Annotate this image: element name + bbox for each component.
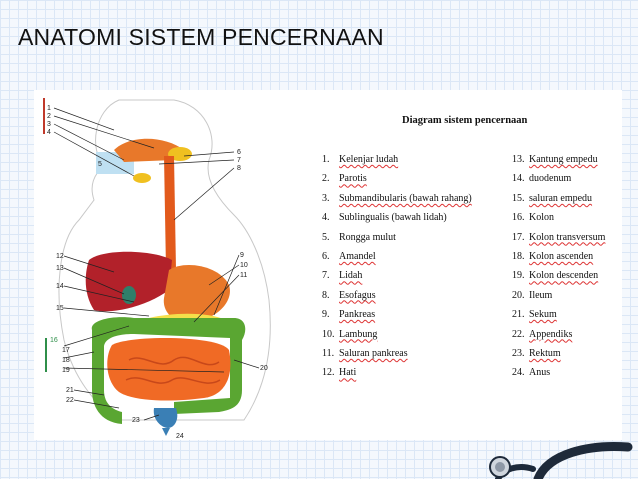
gall-bladder-shape xyxy=(122,286,136,304)
liver-shape xyxy=(85,251,172,312)
diagram-label-24: 24 xyxy=(176,433,184,440)
diagram-label-3: 3 xyxy=(47,121,51,128)
slide-title: ANATOMI SISTEM PENCERNAAN xyxy=(18,24,384,50)
stomach-shape xyxy=(163,265,230,323)
legend-item: 24.Anus xyxy=(512,367,551,379)
legend-item: 8.Esofagus xyxy=(322,289,376,301)
legend-item: 2.Parotis xyxy=(322,173,367,185)
legend-item: 11.Saluran pankreas xyxy=(322,347,408,359)
leader-lines xyxy=(53,107,260,421)
legend-item: 16.Kolon xyxy=(512,212,554,224)
diagram-panel: 1 2 3 4 5 6 7 8 9 10 11 12 13 14 15 16 1… xyxy=(34,90,622,440)
legend-item: 3.Submandibularis (bawah rahang) xyxy=(322,192,472,204)
diagram-label-4: 4 xyxy=(47,129,51,136)
legend-item: 7.Lidah xyxy=(322,270,363,282)
diagram-label-14: 14 xyxy=(56,283,64,290)
esophagus-shape xyxy=(164,156,176,270)
legend-item: 9.Pankreas xyxy=(322,309,376,321)
rectum-shape xyxy=(153,408,178,428)
small-intestine-shape xyxy=(107,338,231,401)
diagram-label-10: 10 xyxy=(240,262,248,269)
submandibular-gland-shape xyxy=(133,173,151,183)
legend-column-left: 1.Kelenjar ludah 2.Parotis 3.Submandibul… xyxy=(322,150,472,383)
diagram-label-5: 5 xyxy=(98,161,102,168)
diagram-label-16: 16 xyxy=(50,337,58,344)
diagram-label-11: 11 xyxy=(240,272,247,279)
diagram-label-6: 6 xyxy=(237,149,241,156)
legend-item: 22.Appendiks xyxy=(512,328,573,340)
legend-column-right: 13.Kantung empedu 14.duodenum 15.saluran… xyxy=(512,150,605,383)
digestive-system-illustration: 1 2 3 4 5 6 7 8 9 10 11 12 13 14 15 16 1… xyxy=(43,98,271,440)
diagram-label-22: 22 xyxy=(66,397,74,404)
diagram-label-21: 21 xyxy=(66,387,74,394)
legend-item: 10.Lambung xyxy=(322,328,378,340)
legend-item: 13.Kantung empedu xyxy=(512,154,598,165)
legend-title: Diagram sistem pencernaan xyxy=(402,115,528,126)
legend-item: 1.Kelenjar ludah xyxy=(322,154,399,165)
diagram-label-18: 18 xyxy=(62,357,70,364)
diagram-label-20: 20 xyxy=(260,365,268,372)
legend-item: 18.Kolon ascenden xyxy=(512,250,594,262)
intestine-loops xyxy=(125,356,221,384)
legend-item: 21.Sekum xyxy=(512,309,557,321)
diagram-number-labels: 1 2 3 4 5 6 7 8 9 10 11 12 13 14 15 16 1… xyxy=(47,105,268,440)
diagram-label-13: 13 xyxy=(56,265,64,272)
legend-item: 23.Rektum xyxy=(512,347,561,359)
diagram-label-19: 19 xyxy=(62,367,70,374)
legend-item: 12.Hati xyxy=(322,367,357,379)
diagram-label-12: 12 xyxy=(56,253,64,260)
diagram-label-15: 15 xyxy=(56,305,64,312)
diagram-label-7: 7 xyxy=(237,157,241,164)
diagram-label-2: 2 xyxy=(47,113,51,120)
colon-shape xyxy=(91,317,246,424)
legend-item: 20.Ileum xyxy=(512,289,553,301)
legend-item: 14.duodenum xyxy=(512,173,572,185)
diagram-label-23: 23 xyxy=(132,417,140,424)
legend-item: 17.Kolon transversum xyxy=(512,231,606,243)
body-outline xyxy=(58,99,271,421)
diagram-label-9: 9 xyxy=(240,252,244,259)
diagram-label-17: 17 xyxy=(62,347,70,354)
legend-item: 5.Rongga mulut xyxy=(322,231,396,243)
anus-shape xyxy=(162,428,170,436)
diagram-label-1: 1 xyxy=(47,105,51,112)
legend-item: 4.Sublingualis (bawah lidah) xyxy=(322,212,447,224)
stethoscope-icon xyxy=(489,442,633,479)
legend-item: 15.saluran empedu xyxy=(512,192,593,204)
legend-item: 19.Kolon descenden xyxy=(512,270,599,282)
diagram-label-8: 8 xyxy=(237,165,241,172)
legend-item: 6.Amandel xyxy=(322,250,376,262)
